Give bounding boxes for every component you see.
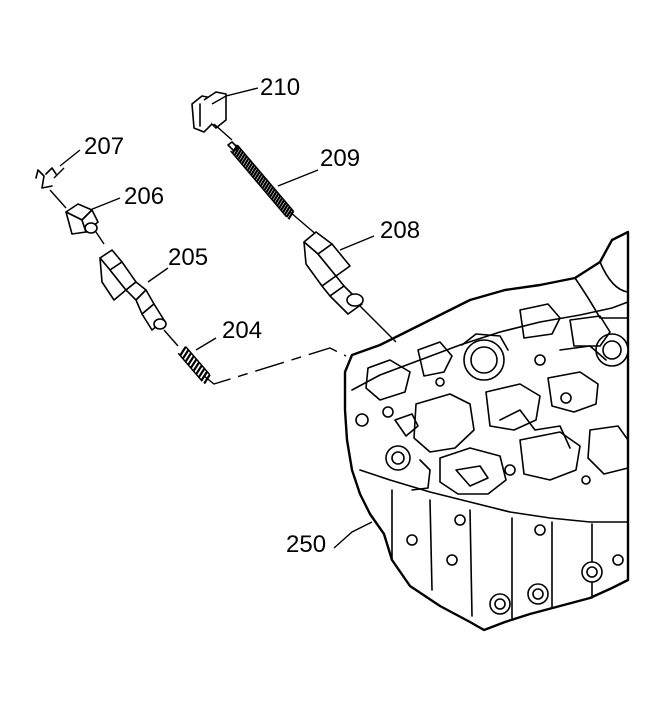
spring-coil [261, 179, 269, 189]
spring-coil [233, 146, 241, 156]
spring-coil [265, 184, 272, 194]
callout-205: 205 [168, 244, 208, 271]
spring-coil [239, 153, 246, 163]
spring-coil [248, 164, 256, 174]
spring-coil [179, 346, 187, 357]
spring-coil [272, 192, 280, 203]
spring-coil [257, 175, 265, 185]
spring-coil [285, 208, 293, 218]
callout-208: 208 [380, 217, 420, 244]
spring-209 [213, 123, 319, 237]
spring-coil [252, 168, 259, 178]
alignment-line-204 [203, 347, 347, 385]
retainer-clip-207 [35, 167, 65, 189]
spring-coil [287, 210, 295, 220]
callout-labels: 210 209 207 206 208 205 204 250 [84, 74, 420, 558]
spring-coil [181, 349, 190, 360]
spring-coil [276, 197, 284, 207]
spring-204 [177, 346, 211, 385]
valve-208 [303, 231, 397, 343]
spring-coil [281, 203, 289, 214]
spring-coil [280, 201, 287, 211]
retainer-clip-210 [191, 91, 227, 133]
spring-coil [189, 358, 198, 369]
spring-coil [263, 181, 271, 192]
spring-coil [195, 364, 203, 375]
spring-coil [184, 352, 193, 363]
spring-coil [283, 206, 291, 216]
spring-outline [230, 144, 294, 218]
spring-coil [242, 157, 250, 167]
spring-coil [235, 148, 243, 159]
callout-250: 250 [286, 531, 326, 558]
valve-205 [99, 249, 179, 347]
callout-209: 209 [320, 145, 360, 172]
spring-coil [250, 166, 258, 176]
callout-204: 204 [222, 317, 262, 344]
spring-coil [240, 155, 248, 165]
spring-coil [237, 151, 244, 161]
callout-210: 210 [260, 74, 300, 101]
spring-coil [259, 177, 267, 187]
spring-coil [231, 144, 239, 154]
spring-coil [267, 186, 274, 196]
valve-body-250 [343, 230, 630, 632]
spring-coil [246, 162, 254, 172]
callout-leaders [59, 87, 375, 549]
plug-206 [49, 189, 105, 245]
spring-coil [253, 170, 261, 181]
spring-outline [177, 346, 211, 382]
spring-coil [197, 367, 206, 378]
spring-coil [270, 190, 278, 200]
spring-coil [278, 199, 286, 209]
callout-207: 207 [84, 133, 124, 160]
spring-coil [244, 159, 252, 170]
spring-coil [268, 188, 276, 198]
spring-coil [274, 195, 282, 205]
spring-coil [255, 173, 263, 183]
callout-206: 206 [124, 183, 164, 210]
spring-coil [192, 361, 201, 372]
spring-coil [187, 355, 195, 366]
